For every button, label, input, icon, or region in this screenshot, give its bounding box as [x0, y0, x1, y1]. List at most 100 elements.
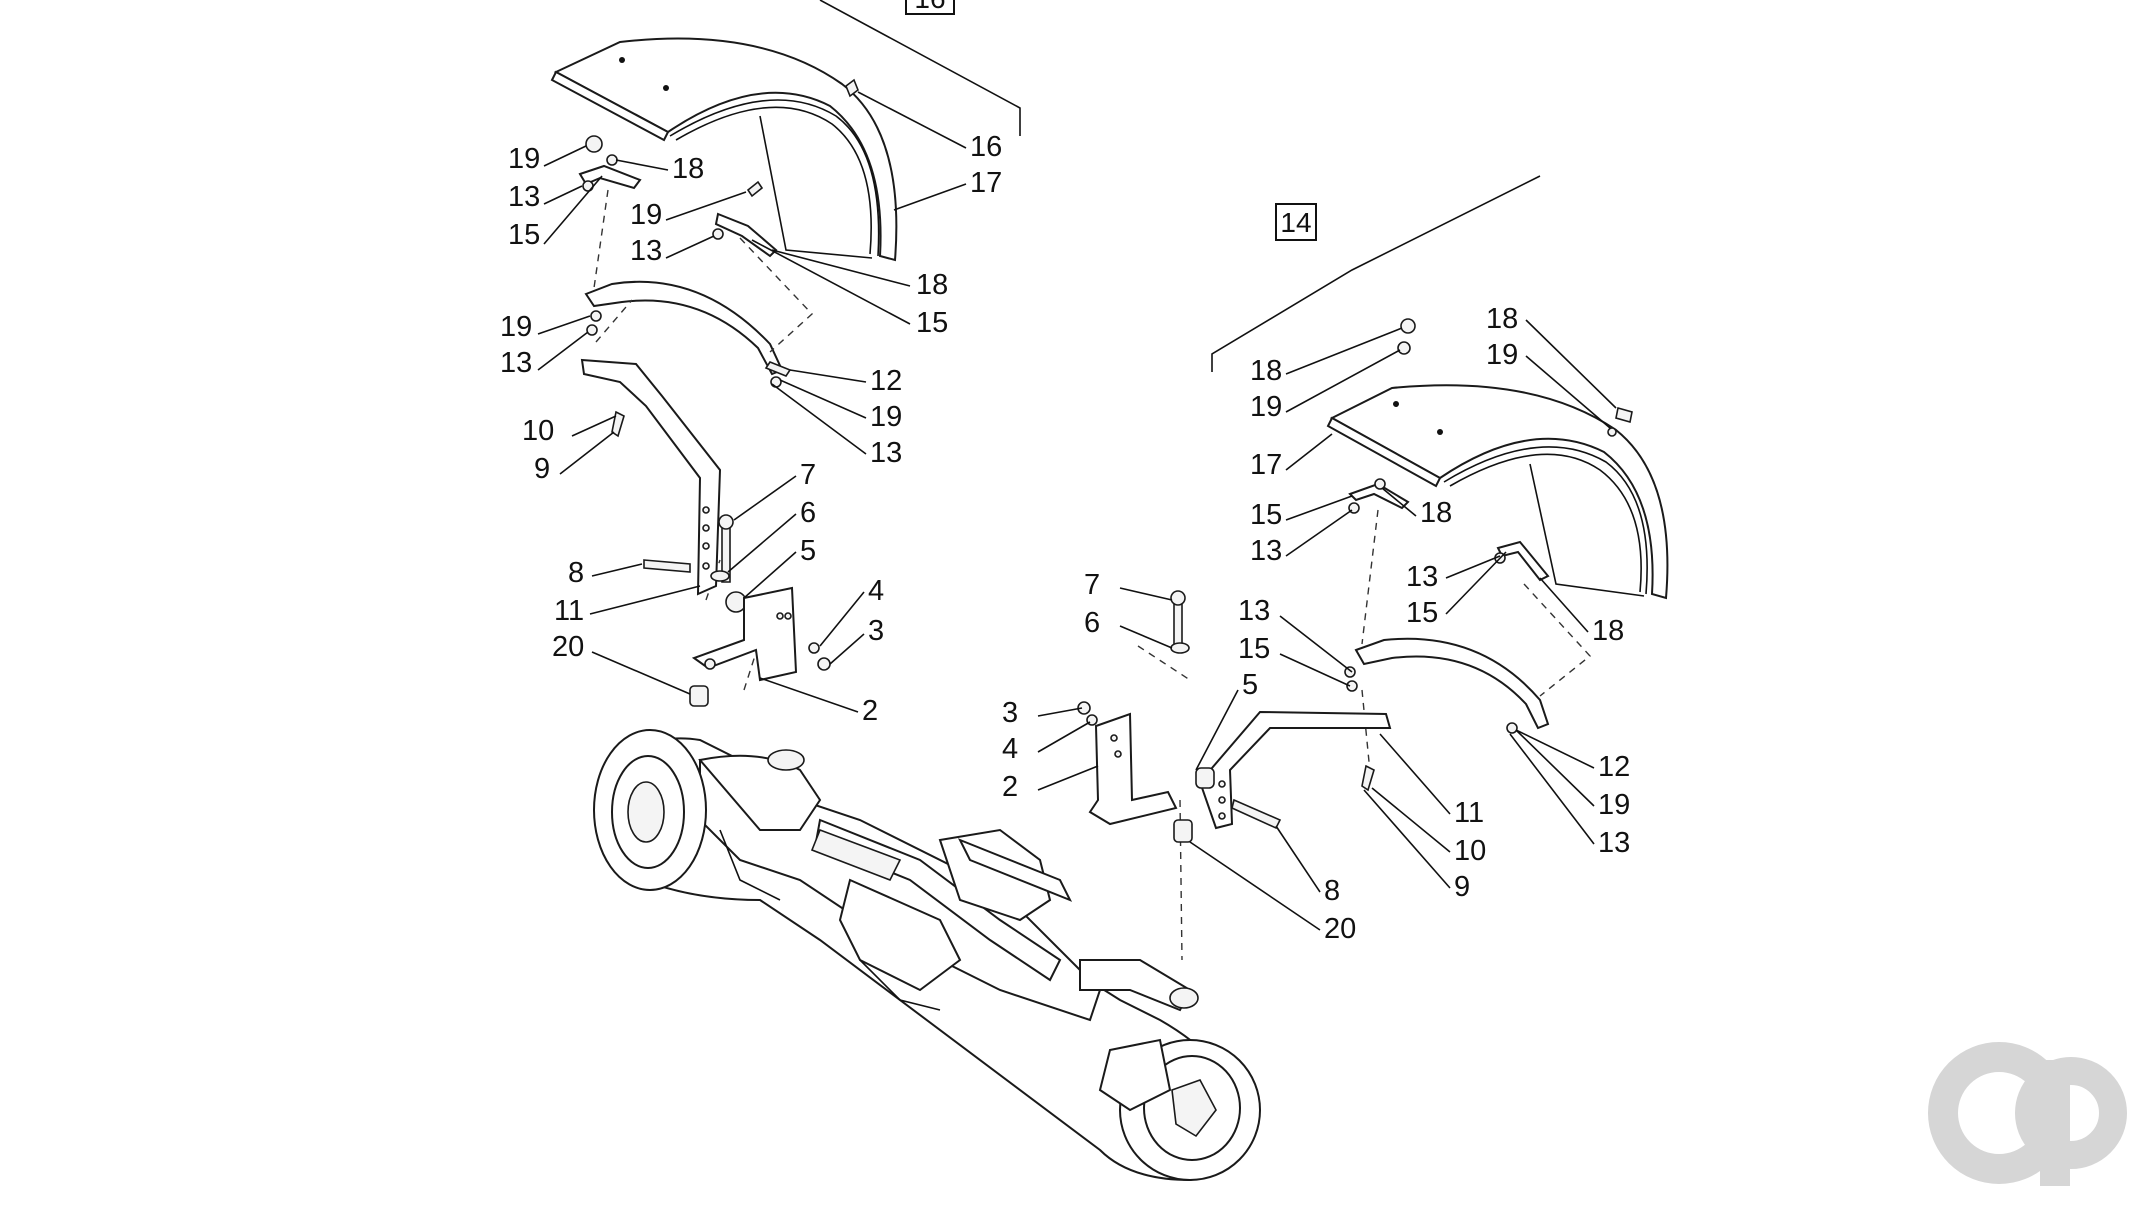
callout: 13 — [508, 181, 583, 213]
svg-text:6: 6 — [1084, 607, 1100, 639]
callout: 17 — [893, 167, 1002, 211]
svg-text:11: 11 — [554, 595, 584, 627]
callout: 18 — [1250, 327, 1403, 387]
callout: 5 — [1195, 669, 1258, 771]
svg-text:3: 3 — [1002, 697, 1018, 729]
callout: 18 — [1381, 487, 1452, 529]
svg-text:19: 19 — [870, 401, 902, 433]
callout: 6 — [1084, 607, 1173, 649]
right-group-bracket — [1211, 175, 1541, 372]
callout: 2 — [759, 677, 878, 727]
callout: 7 — [733, 459, 816, 521]
svg-text:16: 16 — [970, 131, 1002, 163]
svg-text:19: 19 — [630, 199, 662, 231]
callout: 15 — [508, 175, 603, 251]
callout: 19 — [779, 379, 902, 433]
svg-text:13: 13 — [630, 235, 662, 267]
callout: 7 — [1084, 569, 1173, 601]
svg-text:18: 18 — [1592, 615, 1624, 647]
callout: 4 — [819, 575, 884, 647]
svg-text:3: 3 — [868, 615, 884, 647]
svg-text:4: 4 — [1002, 733, 1018, 765]
left-mount-bracket — [691, 586, 798, 682]
callout: 13 — [1509, 733, 1630, 859]
right-fender-shell — [1326, 384, 1669, 600]
svg-text:19: 19 — [508, 143, 540, 175]
svg-text:13: 13 — [1238, 595, 1270, 627]
callout: 19 — [1486, 339, 1611, 429]
svg-text:2: 2 — [862, 695, 878, 727]
svg-text:12: 12 — [1598, 751, 1630, 783]
svg-text:10: 10 — [522, 415, 554, 447]
svg-text:10: 10 — [1454, 835, 1486, 867]
right-group-label: 14 — [1280, 207, 1311, 238]
left-support-arm — [580, 358, 722, 596]
callout: 9 — [1363, 789, 1470, 903]
callout: 6 — [727, 497, 816, 573]
svg-text:17: 17 — [1250, 449, 1282, 481]
callout: 13 — [500, 331, 589, 379]
right-callouts: 18 19 17 18 19 15 13 18 13 15 18 13 15 7… — [1002, 303, 1630, 945]
svg-text:13: 13 — [1406, 561, 1438, 593]
callout: 19 — [630, 191, 747, 231]
svg-text:15: 15 — [1238, 633, 1270, 665]
svg-text:13: 13 — [870, 437, 902, 469]
callout: 18 — [615, 153, 704, 185]
callout: 16 — [857, 91, 1002, 163]
svg-text:13: 13 — [500, 347, 532, 379]
svg-text:18: 18 — [672, 153, 704, 185]
callout: 5 — [743, 535, 816, 599]
right-support-arm — [1198, 710, 1392, 830]
left-upper-bracket-2 — [714, 212, 778, 258]
svg-text:19: 19 — [1250, 391, 1282, 423]
svg-text:20: 20 — [552, 631, 584, 663]
right-mount-bracket — [1088, 712, 1178, 826]
front-axle-housing — [593, 729, 1261, 1182]
callout: 3 — [1002, 697, 1083, 729]
right-upper-bracket-2 — [1496, 540, 1550, 582]
svg-text:18: 18 — [1420, 497, 1452, 529]
left-group-label: 16 — [914, 0, 945, 14]
svg-text:15: 15 — [916, 307, 948, 339]
callout: 18 — [771, 249, 948, 301]
svg-text:15: 15 — [1406, 597, 1438, 629]
svg-text:18: 18 — [1250, 355, 1282, 387]
callout: 2 — [1002, 765, 1099, 803]
svg-text:18: 18 — [1486, 303, 1518, 335]
left-callouts: 19 13 15 18 16 17 19 13 18 15 19 13 12 1… — [500, 91, 1002, 727]
callout: 4 — [1002, 721, 1091, 765]
left-fender-assembly: 16 — [550, 0, 1021, 707]
callout: 15 — [751, 239, 948, 339]
callout: 11 — [1379, 733, 1484, 829]
callout: 19 — [500, 311, 591, 343]
svg-text:8: 8 — [568, 557, 584, 589]
svg-text:7: 7 — [800, 459, 816, 491]
left-fender-stay — [584, 280, 784, 376]
svg-text:8: 8 — [1324, 875, 1340, 907]
callout: 11 — [554, 585, 701, 627]
right-fender-stay — [1354, 637, 1550, 730]
callout: 12 — [1515, 729, 1630, 783]
callout: 15 — [1250, 495, 1353, 531]
callout: 10 — [1371, 787, 1486, 867]
callout: 8 — [568, 557, 643, 589]
callout: 15 — [1238, 633, 1351, 687]
svg-text:15: 15 — [508, 219, 540, 251]
svg-text:2: 2 — [1002, 771, 1018, 803]
svg-text:19: 19 — [1486, 339, 1518, 371]
svg-text:13: 13 — [1250, 535, 1282, 567]
svg-text:19: 19 — [1598, 789, 1630, 821]
callout: 9 — [534, 431, 615, 485]
svg-text:18: 18 — [916, 269, 948, 301]
svg-text:5: 5 — [1242, 669, 1258, 701]
callout: 13 — [1406, 555, 1501, 593]
left-group-bracket — [819, 0, 1021, 136]
callout: 20 — [1189, 841, 1356, 945]
callout: 17 — [1250, 433, 1333, 481]
right-fender-assembly: 14 — [1077, 175, 1669, 961]
callout: 8 — [1275, 825, 1340, 907]
callout: 18 — [1539, 577, 1624, 647]
svg-text:9: 9 — [534, 453, 550, 485]
callout: 15 — [1406, 551, 1507, 629]
